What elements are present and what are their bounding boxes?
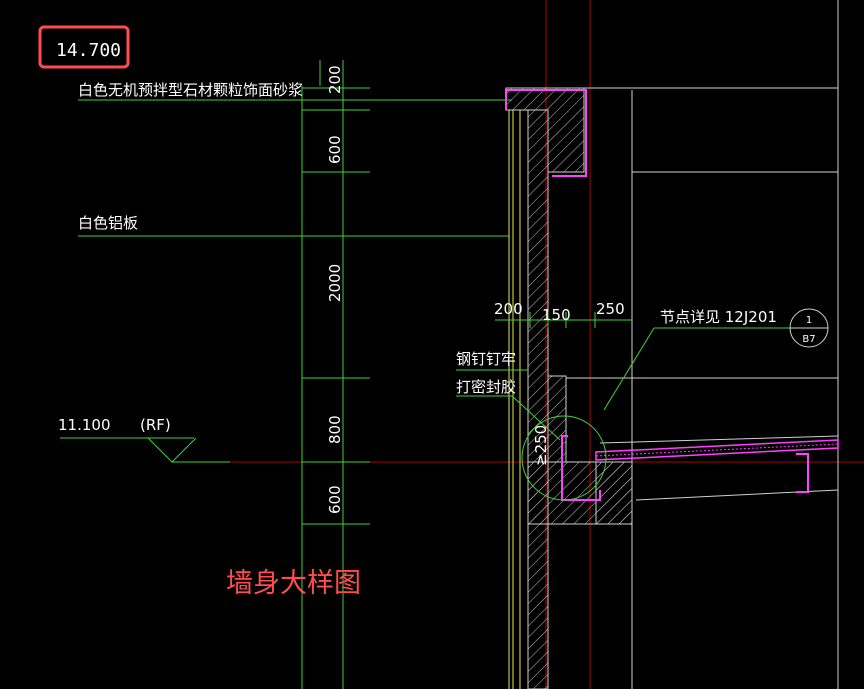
dim-v-600-bottom: 600 [326, 485, 344, 514]
detail-tag: 1 B7 [789, 308, 829, 348]
dim-h-200: 200 [494, 300, 523, 318]
dim-v-2000: 2000 [326, 264, 344, 302]
wall-section [505, 87, 633, 689]
vertical-dimension-chain [301, 60, 370, 689]
dim-v-200: 200 [326, 65, 344, 94]
note-aluminum-panel: 白色铝板 [78, 214, 138, 232]
elevation-roof: 11.100 [58, 416, 111, 434]
dim-v-800: 800 [326, 415, 344, 444]
dim-small-250: ≥250 [532, 425, 550, 466]
detail-tag-sheet: B7 [802, 334, 815, 345]
note-seal: 打密封胶 [456, 378, 516, 396]
roof-tag: (RF) [140, 416, 171, 434]
elevation-top: 14.700 [56, 40, 121, 61]
elevation-highlight-box [38, 25, 130, 69]
detail-tag-number: 1 [806, 315, 812, 326]
note-steel-nail: 钢钉钉牢 [456, 350, 516, 368]
dim-v-600-top: 600 [326, 135, 344, 164]
finish-lines [508, 110, 521, 689]
dim-h-250: 250 [596, 300, 625, 318]
note-node-detail: 节点详见 12J201 [660, 308, 777, 326]
dim-h-150: 150 [542, 306, 571, 324]
drawing-title: 墙身大样图 [226, 568, 361, 599]
leader-lines [60, 99, 790, 501]
note-stone-mortar: 白色无机预拌型石材颗粒饰面砂浆 [78, 81, 303, 99]
